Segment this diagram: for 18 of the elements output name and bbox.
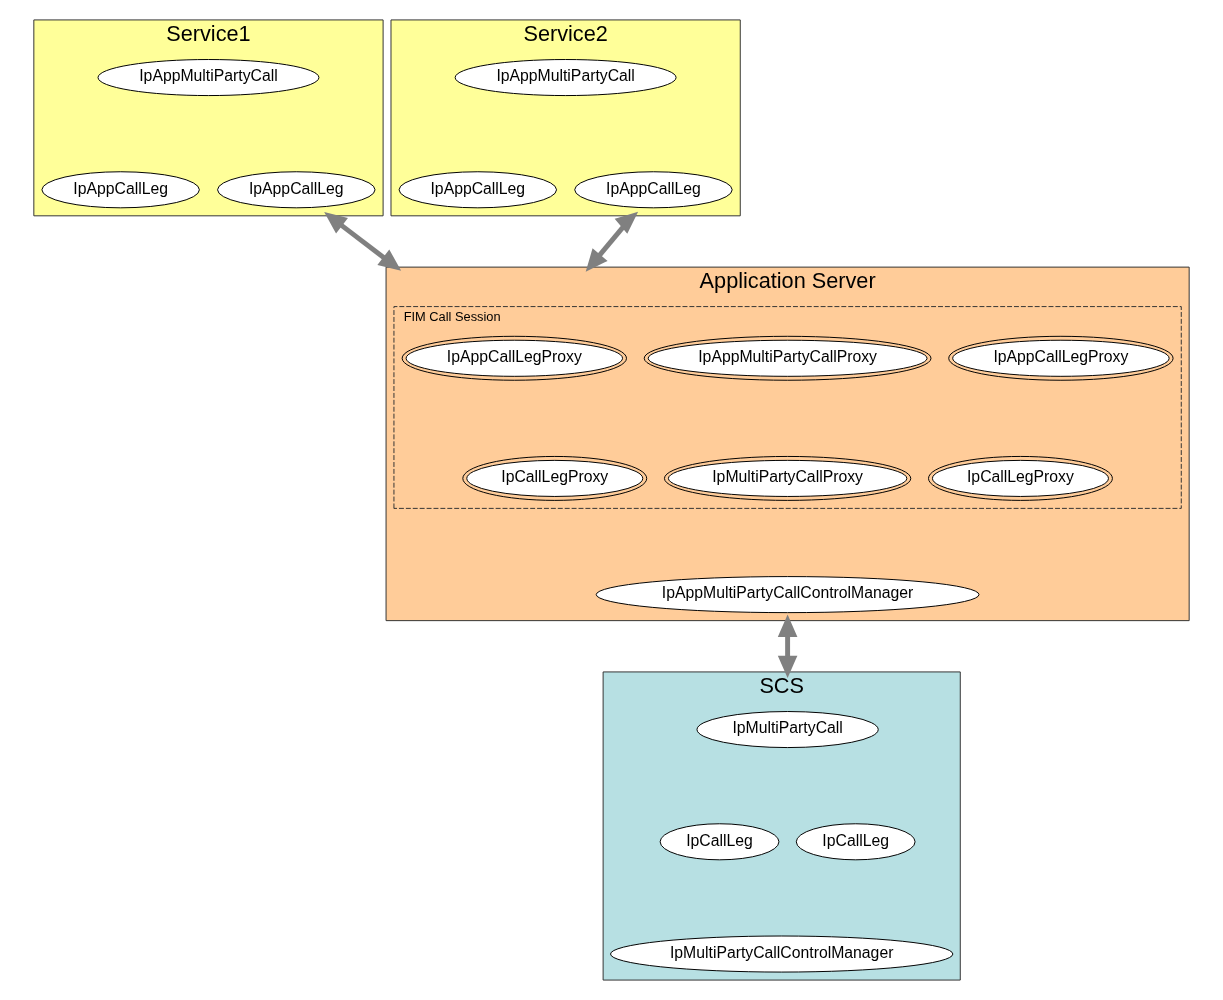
node-ellipse: IpCallLeg bbox=[659, 823, 780, 861]
arrow bbox=[585, 211, 639, 272]
node-ellipse: IpCallLegProxy bbox=[462, 455, 648, 501]
arrow bbox=[324, 212, 402, 271]
node-ellipse: IpMultiPartyCall bbox=[696, 711, 879, 749]
node-ellipse: IpAppCallLeg bbox=[398, 171, 558, 209]
node-ellipse: IpAppCallLeg bbox=[574, 171, 733, 209]
arrow bbox=[777, 614, 798, 679]
node-ellipse: IpAppMultiPartyCall bbox=[454, 59, 677, 97]
node-ellipse: IpAppCallLegProxy bbox=[948, 335, 1174, 381]
node-ellipse: IpAppMultiPartyCall bbox=[97, 59, 320, 97]
node-ellipse: IpAppCallLeg bbox=[217, 171, 376, 209]
node-ellipse: IpMultiPartyCallControlManager bbox=[610, 935, 954, 973]
node-ellipse: IpAppCallLeg bbox=[41, 171, 200, 209]
node-ellipse: IpAppMultiPartyCallProxy bbox=[643, 335, 932, 381]
node-ellipse: IpMultiPartyCallProxy bbox=[663, 455, 912, 501]
node-ellipse: IpCallLeg bbox=[795, 823, 916, 861]
node-ellipse: IpAppMultiPartyCallControlManager bbox=[595, 576, 980, 614]
